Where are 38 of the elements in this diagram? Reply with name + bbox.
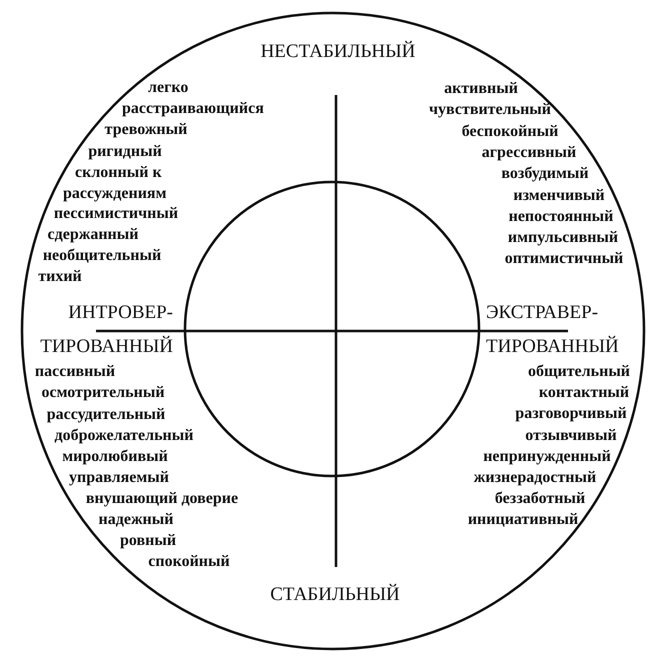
trait-label: осмотрительный	[41, 383, 165, 403]
trait-label: импульсивный	[508, 228, 618, 248]
trait-label: разговорчивый	[515, 404, 627, 424]
trait-label: пессимистичный	[54, 204, 178, 224]
trait-label: общительный	[528, 362, 630, 382]
trait-label: отзывчивый	[525, 426, 617, 446]
trait-label: сдержанный	[48, 225, 138, 245]
trait-label: жизнерадостный	[474, 468, 596, 488]
trait-label: управляемый	[69, 468, 169, 488]
trait-label: чувствительный	[429, 100, 551, 120]
trait-label: рассудительный	[46, 405, 166, 425]
trait-label: беспокойный	[462, 122, 558, 142]
trait-label: беззаботный	[494, 489, 586, 509]
trait-label: внушающий доверие	[86, 489, 238, 509]
trait-label: ровный	[120, 531, 176, 551]
trait-label: тревожный	[104, 120, 188, 140]
trait-label: тихий	[38, 267, 82, 287]
trait-label: активный	[444, 79, 518, 99]
trait-label: возбудимый	[501, 164, 589, 184]
trait-label: необщительный	[42, 246, 162, 266]
trait-label: ригидный	[88, 142, 162, 162]
pole-label: НЕСТАБИЛЬНЫЙ	[260, 41, 416, 63]
pole-label: ИНТРОВЕР- ТИРОВАННЫЙ	[39, 301, 173, 359]
trait-label: доброжелательный	[54, 426, 194, 446]
trait-label: непостоянный	[508, 207, 614, 227]
trait-label: непринужденный	[483, 447, 611, 467]
trait-label: легко расстраивающийся	[122, 78, 265, 119]
trait-label: агрессивный	[482, 143, 576, 163]
trait-label: пассивный	[34, 362, 116, 382]
trait-label: оптимистичный	[504, 249, 624, 269]
trait-label: спокойный	[148, 552, 230, 572]
trait-label: миролюбивый	[62, 447, 168, 467]
trait-label: инициативный	[468, 510, 578, 530]
trait-label: изменчивый	[513, 186, 605, 206]
trait-label: контактный	[538, 383, 630, 403]
pole-label: СТАБИЛЬНЫЙ	[270, 584, 400, 606]
trait-label: надежный	[98, 510, 174, 530]
pole-label: ЭКСТРАВЕР- ТИРОВАННЫЙ	[486, 301, 620, 359]
